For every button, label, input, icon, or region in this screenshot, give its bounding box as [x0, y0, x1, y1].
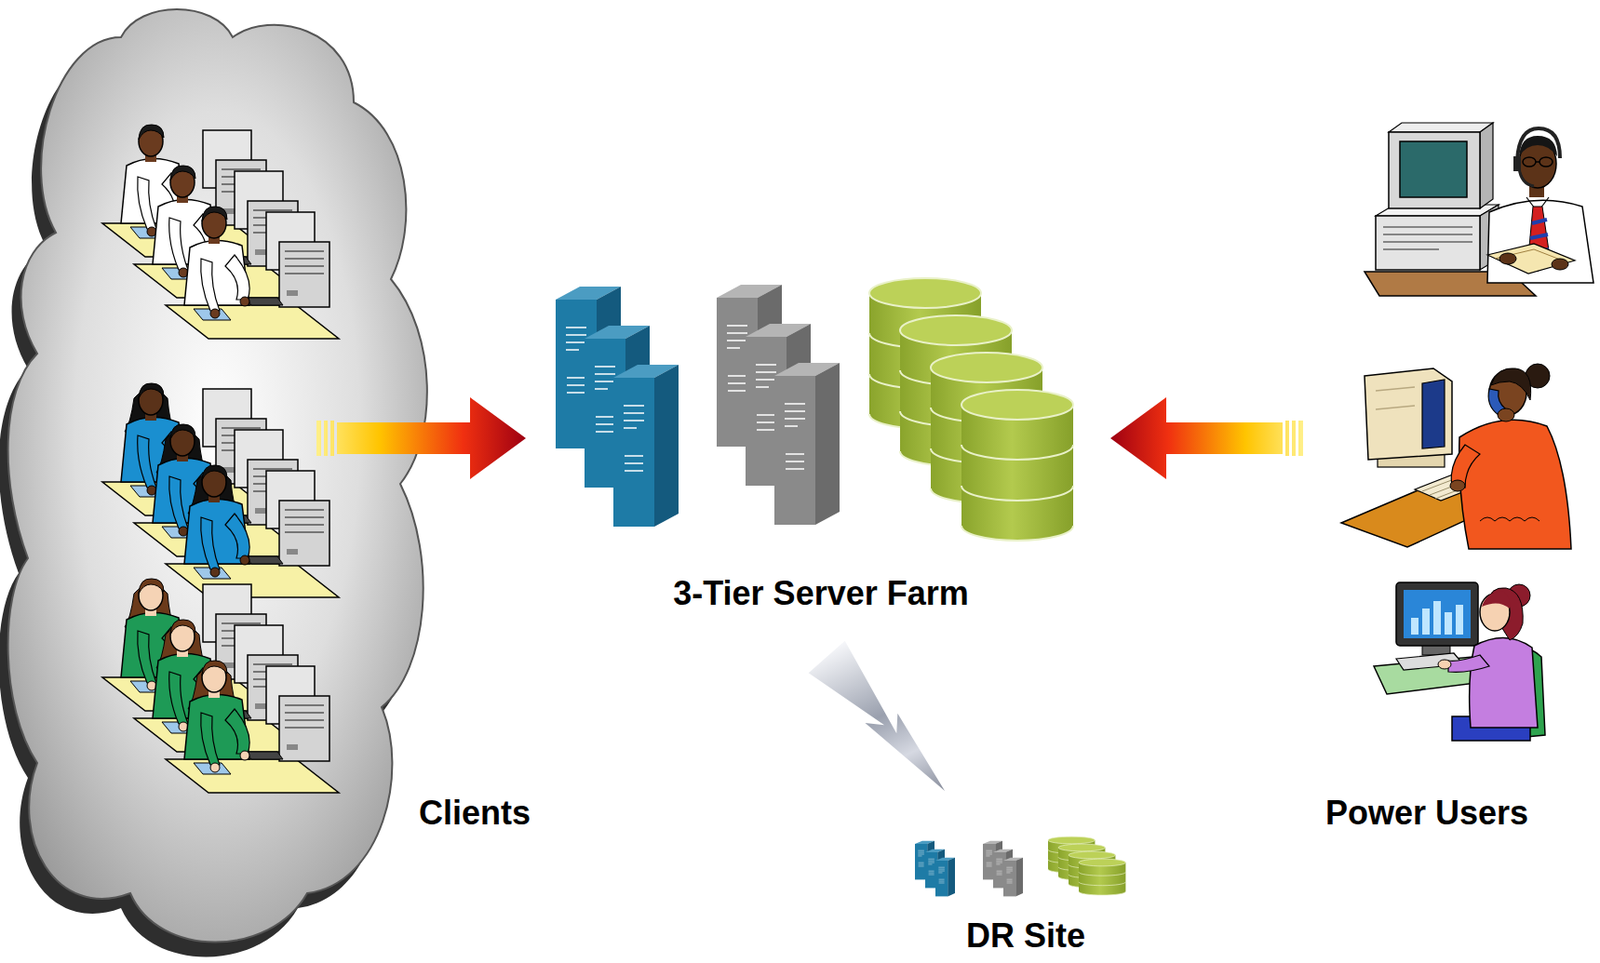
node-label: Clients	[418, 793, 531, 834]
power-user-figure-part	[1519, 135, 1558, 157]
replication-bolt-part-part	[808, 641, 964, 807]
client-row-part	[165, 206, 339, 339]
power-user-figure-part	[1479, 122, 1493, 209]
power-user-figure-part	[1499, 253, 1517, 265]
web-servers-part	[613, 364, 679, 527]
power-user-figure-part	[1497, 408, 1515, 422]
replication-bolt	[808, 641, 964, 807]
power-user-figure-part	[1388, 132, 1480, 209]
power-user-figure	[1373, 582, 1546, 741]
power-user-figure-part	[1448, 655, 1490, 673]
power-user-figure-part	[1375, 215, 1480, 270]
app-servers-part	[774, 363, 840, 525]
dr-site: DR Site	[907, 828, 1141, 961]
replication-bolt-part	[808, 641, 964, 807]
flow-arrow-part	[316, 397, 526, 480]
power-user-figure-part	[1422, 379, 1445, 449]
database-cylinders-part	[961, 389, 1074, 541]
power-user-figure	[1341, 363, 1572, 550]
client-cloud-part	[8, 9, 428, 943]
flow-arrow-part-part	[336, 397, 526, 480]
power-user-figure-part	[1535, 161, 1540, 163]
power-user-figure-part	[1383, 227, 1473, 250]
client-row	[102, 383, 339, 598]
dr-app-servers-part	[1003, 858, 1023, 898]
flow-arrow-part-part	[1110, 397, 1283, 480]
power-user-figure-part	[1539, 157, 1553, 167]
dr-web-servers-part	[935, 858, 955, 898]
dr-databases	[1048, 836, 1126, 896]
node-label: 3-Tier Server Farm	[672, 573, 969, 614]
power-user-figure-part	[1459, 419, 1572, 550]
power-user-figure-part	[1388, 122, 1493, 133]
dr-app-servers	[982, 841, 1023, 898]
power-user-figure-part	[1517, 128, 1560, 161]
dr-databases-part	[1078, 859, 1126, 896]
server-farm: 3-Tier Server Farm	[555, 275, 1077, 620]
power-user-figure-part	[1403, 590, 1471, 639]
database-cylinders	[869, 278, 1074, 541]
client-cloud	[0, 9, 428, 958]
web-servers	[555, 286, 679, 527]
power-user-figure-part	[1399, 141, 1467, 198]
power-user-figure-part	[1551, 258, 1569, 270]
flow-arrow-part-part	[330, 420, 335, 457]
power-user-figure-part	[1433, 601, 1441, 635]
flow-arrow-part-part	[1285, 420, 1290, 457]
dr-web-servers	[914, 841, 955, 898]
power-user-figure-part	[1469, 637, 1538, 728]
power-user-figure-part	[1481, 591, 1510, 609]
client-row	[102, 578, 339, 794]
power-user-figure-part	[1444, 612, 1453, 635]
client-row	[102, 124, 339, 339]
power-user-figure-part	[1522, 157, 1536, 167]
node-label: DR Site	[966, 915, 1086, 956]
node-label: Power Users	[1325, 793, 1529, 834]
power-user-figure-part	[1422, 608, 1430, 635]
power-user-figure	[1364, 122, 1594, 296]
flow-arrow-part	[1110, 397, 1304, 480]
power-user-figure-part	[1450, 480, 1466, 492]
power-user-figure-part	[1487, 200, 1594, 283]
power-user-figure-part	[1396, 582, 1479, 646]
flow-arrow-part-part	[316, 420, 322, 457]
app-servers	[716, 284, 840, 525]
power-user-figure-part	[1479, 517, 1540, 522]
power-user-figure-part	[1364, 368, 1453, 460]
client-row-part	[165, 465, 339, 598]
flow-arrow	[1110, 397, 1304, 480]
flow-arrow-part-part	[1291, 420, 1296, 457]
power-user-figure-part	[1455, 605, 1464, 635]
client-group: Clients	[93, 107, 317, 838]
flow-arrow-part-part	[1298, 420, 1304, 457]
power-user-figure-part	[1519, 167, 1534, 187]
client-row-part	[165, 660, 339, 794]
power-user-figure-part	[1375, 387, 1415, 410]
power-user-figure-part	[1487, 243, 1575, 274]
flow-arrow	[316, 397, 526, 480]
power-user-group: Power Users	[1303, 121, 1594, 838]
power-user-figure-part	[1438, 659, 1452, 670]
power-user-figure-part	[1411, 618, 1419, 635]
power-user-figure-part	[1513, 156, 1521, 172]
flow-arrow-part-part	[323, 420, 328, 457]
